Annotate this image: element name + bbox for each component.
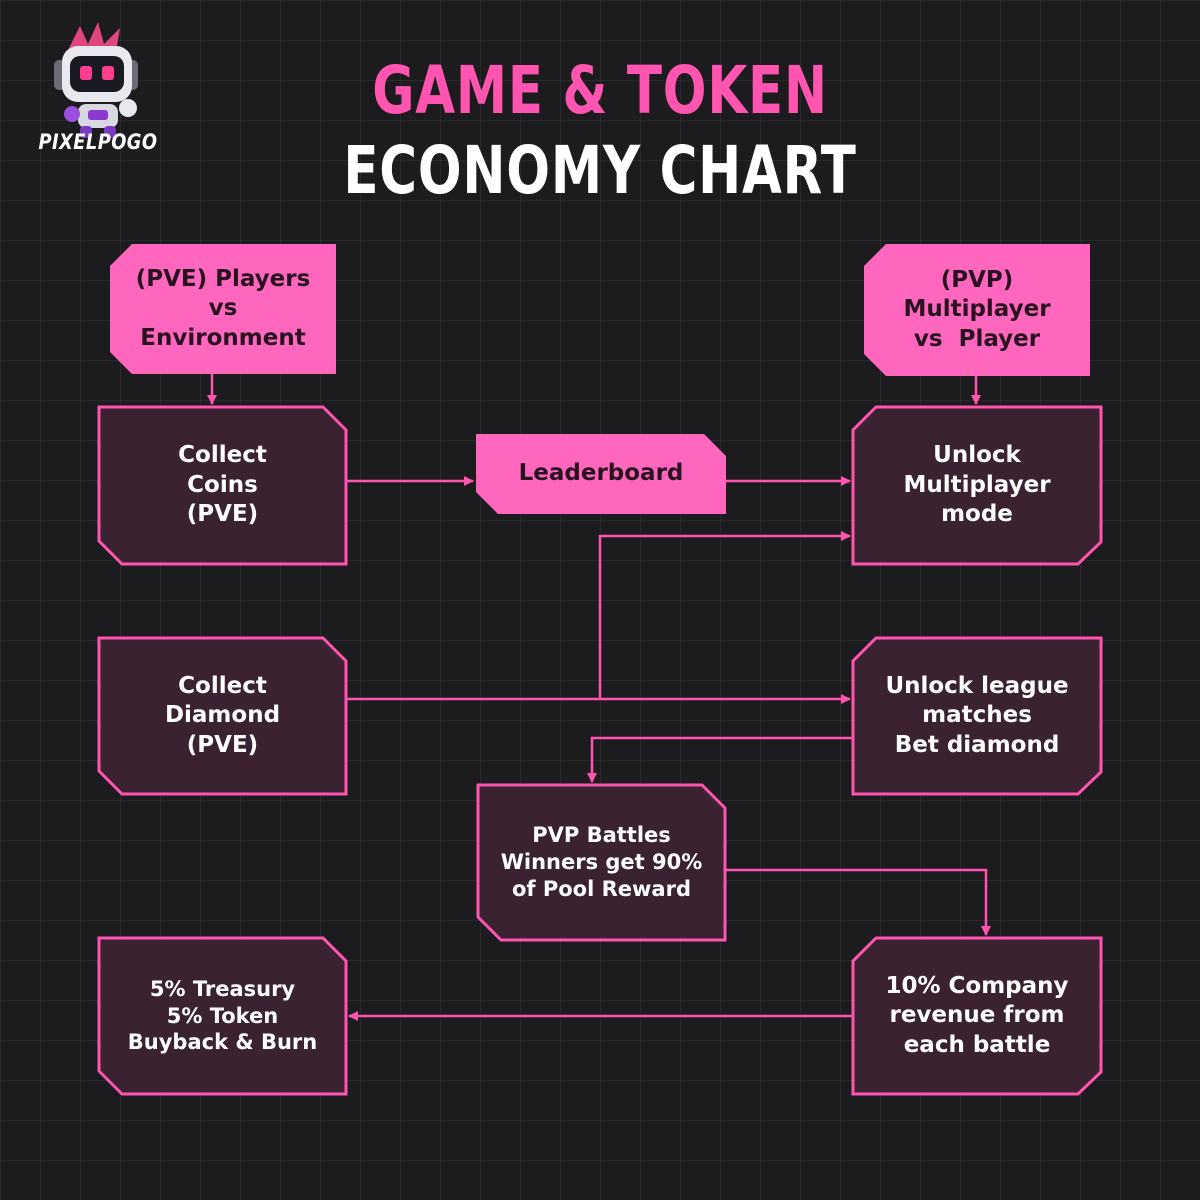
pve-node-line: vs bbox=[208, 295, 238, 322]
pvp-node-line: (PVP) bbox=[940, 266, 1014, 293]
connector-battles-to-revenue bbox=[725, 868, 991, 936]
treasury-line: 5% Token bbox=[166, 1003, 279, 1028]
leaderboard-label: Leaderboard bbox=[518, 460, 684, 487]
pve-node-line: Environment bbox=[140, 324, 306, 351]
unlock-league-line: Unlock league bbox=[885, 672, 1069, 699]
company-revenue-box-shape bbox=[851, 936, 1103, 1096]
unlock-multiplayer-line: Unlock bbox=[933, 442, 1021, 469]
collect-coins-line: Coins bbox=[187, 471, 258, 498]
treasury-box-shape bbox=[97, 936, 348, 1096]
unlock-league-line: Bet diamond bbox=[894, 731, 1060, 758]
collect-coins-box-shape bbox=[97, 405, 348, 566]
pvp-box-shape bbox=[864, 244, 1090, 376]
unlock-multiplayer-node: Unlock Multiplayer mode bbox=[853, 407, 1101, 564]
company-revenue-node: 10% Company revenue from each battle bbox=[853, 938, 1101, 1094]
page-title-line2: ECONOMY CHART bbox=[343, 132, 857, 209]
connector-league-to-battles bbox=[587, 736, 853, 783]
company-revenue-line: 10% Company bbox=[885, 972, 1069, 999]
collect-coins-line: Collect bbox=[178, 442, 267, 469]
pvp-battles-line: of Pool Reward bbox=[511, 876, 691, 901]
pixelpogo-logo: PIXELPOGO bbox=[28, 20, 168, 160]
robot-mascot-icon bbox=[54, 22, 138, 138]
collect-diamond-line: (PVE) bbox=[186, 731, 259, 758]
collect-diamond-line: Diamond bbox=[164, 702, 281, 729]
collect-diamond-box-shape bbox=[97, 636, 348, 796]
company-revenue-line: revenue from bbox=[889, 1002, 1065, 1029]
pvp-battles-line: PVP Battles bbox=[532, 823, 671, 848]
pvp-battles-box-shape bbox=[476, 783, 727, 942]
treasury-line: Buyback & Burn bbox=[127, 1030, 318, 1055]
treasury-node: 5% Treasury 5% Token Buyback & Burn bbox=[99, 938, 346, 1094]
unlock-league-node: Unlock league matches Bet diamond bbox=[853, 638, 1101, 794]
pvp-battles-node: PVP Battles Winners get 90% of Pool Rewa… bbox=[478, 785, 725, 940]
company-revenue-line: each battle bbox=[903, 1031, 1051, 1058]
leaderboard-box-shape bbox=[476, 434, 726, 514]
unlock-multiplayer-line: mode bbox=[941, 501, 1013, 528]
treasury-line: 5% Treasury bbox=[149, 976, 296, 1001]
pvp-node-line: Multiplayer bbox=[903, 296, 1051, 323]
collect-coins-line: (PVE) bbox=[186, 501, 259, 528]
pvp-node-line: vs Player bbox=[913, 325, 1041, 352]
leaderboard-node: Leaderboard bbox=[476, 434, 726, 514]
collect-diamond-line: Collect bbox=[178, 672, 267, 699]
connector-diamond-to-multiplayer bbox=[598, 531, 851, 699]
collect-coins-node: Collect Coins (PVE) bbox=[99, 407, 346, 564]
unlock-multiplayer-box-shape bbox=[851, 405, 1103, 566]
brand-name: PIXELPOGO bbox=[38, 130, 158, 154]
page-title-line1: GAME & TOKEN bbox=[372, 52, 828, 129]
unlock-league-line: matches bbox=[922, 702, 1032, 729]
pve-box-shape bbox=[110, 244, 336, 374]
collect-diamond-node: Collect Diamond (PVE) bbox=[99, 638, 346, 794]
unlock-league-box-shape bbox=[851, 636, 1103, 796]
pvp-battles-line: Winners get 90% bbox=[500, 850, 703, 875]
pvp-node: (PVP) Multiplayer vs Player bbox=[864, 244, 1090, 376]
pve-node: (PVE) Players vs Environment bbox=[110, 244, 336, 374]
pve-node-line: (PVE) Players bbox=[135, 265, 311, 292]
unlock-multiplayer-line: Multiplayer bbox=[903, 471, 1051, 498]
